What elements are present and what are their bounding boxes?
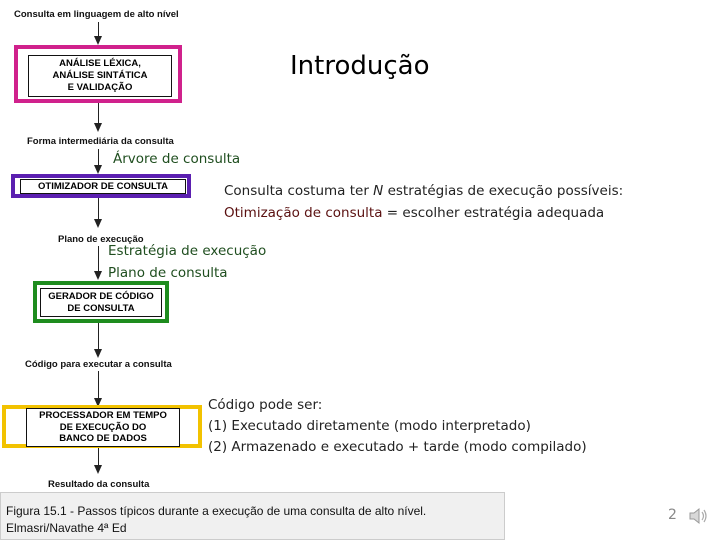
flow-arrow: [94, 123, 102, 132]
flow-line: [98, 448, 99, 470]
flow-arrow: [94, 349, 102, 358]
runtime-box-line: PROCESSADOR EM TEMPO: [39, 410, 167, 422]
flow-line: [98, 371, 99, 403]
strategies-text: Consulta costuma ter N estratégias de ex…: [224, 181, 623, 202]
flow-line: [98, 149, 99, 171]
intermediate-form-label: Forma intermediária da consulta: [27, 136, 174, 147]
optimization-term: Otimização de consulta: [224, 205, 383, 221]
parser-box-line: E VALIDAÇÃO: [67, 82, 133, 93]
codegen-box-line: GERADOR DE CÓDIGO: [48, 290, 154, 302]
optimizer-box: OTIMIZADOR DE CONSULTA: [20, 179, 186, 194]
flow-line: [98, 323, 99, 355]
codegen-box-line: DE CONSULTA: [67, 302, 135, 314]
book-reference: Elmasri/Navathe 4ª Ed: [6, 521, 127, 535]
slide-title: Introdução: [290, 51, 430, 81]
execution-strategy-annotation: Estratégia de execução: [108, 243, 267, 259]
code-option-compiled: (2) Armazenado e executado + tarde (modo…: [208, 439, 587, 455]
n-variable: N: [373, 183, 384, 199]
query-tree-annotation: Árvore de consulta: [113, 151, 241, 167]
code-option-interpreted: (1) Executado diretamente (modo interpre…: [208, 418, 531, 434]
optimizer-highlight-frame: [11, 174, 191, 198]
execution-plan-label: Plano de execução: [58, 234, 144, 245]
flow-arrow: [94, 398, 102, 407]
code-intro-text: Código pode ser:: [208, 397, 323, 413]
flow-line: [98, 198, 99, 224]
runtime-processor-box: PROCESSADOR EM TEMPO DE EXECUÇÃO DO BANC…: [26, 408, 180, 447]
flow-arrow: [94, 271, 102, 280]
parser-highlight-frame: [14, 45, 182, 103]
flow-line: [98, 103, 99, 129]
flow-arrow: [94, 219, 102, 228]
query-result-label: Resultado da consulta: [48, 479, 150, 490]
codegen-highlight-frame: [33, 281, 169, 323]
optimization-definition-text: = escolher estratégia adequada: [382, 205, 605, 221]
strategies-text-part: Consulta costuma ter: [224, 183, 374, 199]
code-to-execute-label: Código para executar a consulta: [25, 359, 172, 370]
parser-box-line: ANÁLISE SINTÁTICA: [52, 70, 148, 81]
flow-line: [98, 246, 99, 276]
runtime-box-line: BANCO DE DADOS: [59, 433, 147, 445]
speaker-icon[interactable]: [688, 506, 710, 526]
codegen-box: GERADOR DE CÓDIGO DE CONSULTA: [40, 288, 162, 317]
query-plan-annotation: Plano de consulta: [108, 265, 228, 281]
strategies-text-part: estratégias de execução possíveis:: [383, 183, 624, 199]
runtime-box-line: DE EXECUÇÃO DO: [59, 421, 147, 433]
optimization-definition: Otimização de consulta = escolher estrat…: [224, 203, 604, 224]
figure-caption: Figura 15.1 - Passos típicos durante a e…: [6, 504, 427, 518]
parser-box: ANÁLISE LÉXICA, ANÁLISE SINTÁTICA E VALI…: [28, 55, 172, 97]
flow-arrow: [94, 165, 102, 174]
page-number: 2: [668, 507, 677, 523]
flow-line: [98, 22, 99, 42]
flow-arrow: [94, 36, 102, 45]
query-input-label: Consulta em linguagem de alto nível: [14, 9, 179, 20]
parser-box-line: ANÁLISE LÉXICA,: [59, 58, 141, 69]
flow-arrow: [94, 465, 102, 474]
